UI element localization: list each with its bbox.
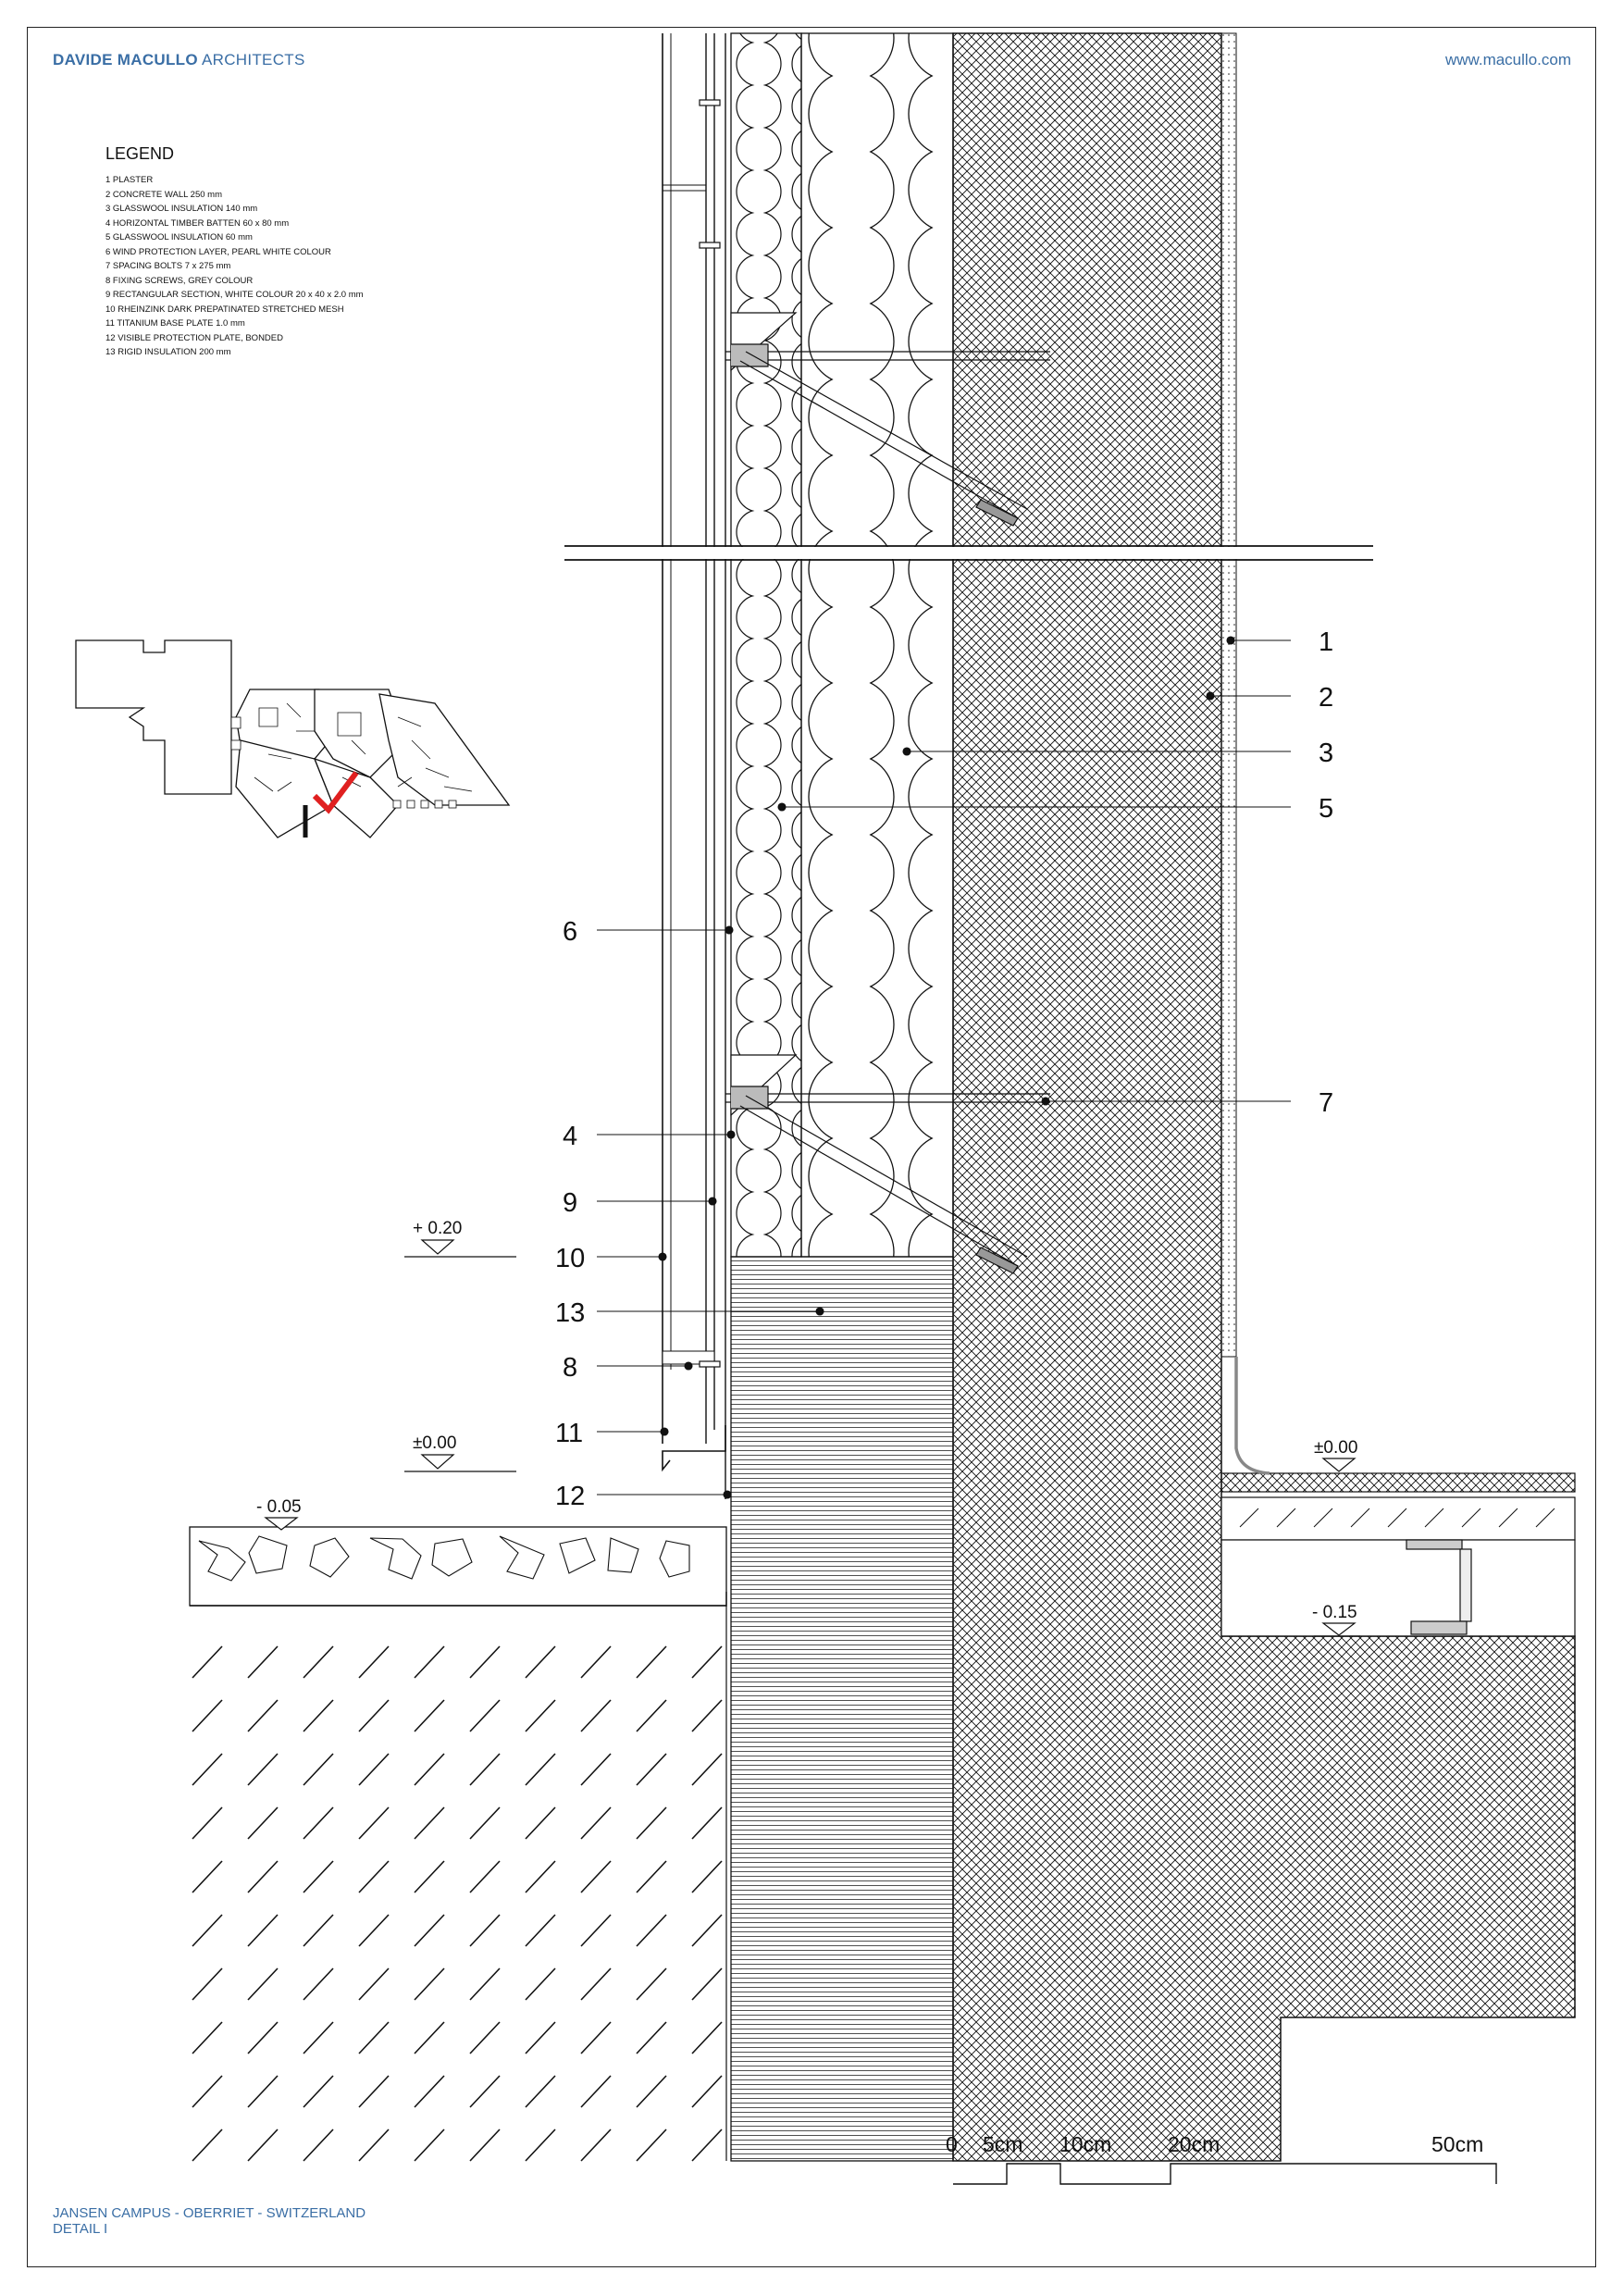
legend-item: 5 GLASSWOOL INSULATION 60 mm xyxy=(105,232,253,242)
plaster-layer xyxy=(1220,32,1237,1358)
scale-label-5: 5cm xyxy=(983,2132,1022,2156)
callout-leaders xyxy=(597,636,1291,1499)
detail-name: DETAIL I xyxy=(53,2221,108,2237)
soil xyxy=(190,1633,726,2166)
callout-5: 5 xyxy=(1319,794,1333,824)
legend-item: 11 TITANIUM BASE PLATE 1.0 mm xyxy=(105,318,245,329)
level-minus015: - 0.15 xyxy=(1312,1603,1357,1622)
level-minus005: - 0.05 xyxy=(256,1497,302,1517)
spacing-bolt-upper xyxy=(725,312,1050,527)
legend-title: LEGEND xyxy=(105,144,175,163)
level-marker-zero-right xyxy=(1321,1458,1357,1472)
callout-13: 13 xyxy=(555,1298,585,1328)
callout-11: 11 xyxy=(555,1419,583,1448)
glasswool-60 xyxy=(730,32,802,1258)
callout-4: 4 xyxy=(563,1122,577,1151)
callout-7: 7 xyxy=(1319,1088,1333,1118)
legend-item: 8 FIXING SCREWS, GREY COLOUR xyxy=(105,275,254,286)
legend-item: 4 HORIZONTAL TIMBER BATTEN 60 x 80 mm xyxy=(105,217,290,229)
callout-6: 6 xyxy=(563,917,577,947)
scale-bar xyxy=(953,2163,1497,2185)
legend-item: 13 RIGID INSULATION 200 mm xyxy=(105,347,231,357)
title-block: JANSEN CAMPUS - OBERRIET - SWITZERLAND D… xyxy=(53,2205,365,2237)
callout-3: 3 xyxy=(1319,738,1333,768)
level-marker-zero-left xyxy=(404,1454,516,1472)
legend-item: 2 CONCRETE WALL 250 mm xyxy=(105,189,222,200)
legend-item: 3 GLASSWOOL INSULATION 140 mm xyxy=(105,204,258,214)
scale-label-50: 50cm xyxy=(1431,2132,1483,2156)
skirting-profile xyxy=(1234,1357,1270,1475)
callout-10: 10 xyxy=(555,1244,585,1273)
sheet-border xyxy=(27,27,1596,2267)
level-marker-minus015 xyxy=(1314,1622,1360,1637)
callout-8: 8 xyxy=(563,1353,577,1383)
legend-item: 9 RECTANGULAR SECTION, WHITE COLOUR 20 x… xyxy=(105,290,364,300)
website-link[interactable]: www.macullo.com xyxy=(1444,51,1571,68)
scale-label-20: 20cm xyxy=(1168,2132,1220,2156)
callout-1: 1 xyxy=(1319,627,1333,657)
legend-item: 7 SPACING BOLTS 7 x 275 mm xyxy=(105,261,231,271)
legend-item: 1 PLASTER xyxy=(105,175,154,185)
key-plan xyxy=(75,639,511,838)
firm-name: DAVIDE MACULLO ARCHITECTS xyxy=(53,51,305,68)
scale-label-0: 0 xyxy=(946,2132,958,2156)
callout-12: 12 xyxy=(555,1482,585,1511)
level-marker-plus020 xyxy=(404,1239,516,1258)
legend-item: 6 WIND PROTECTION LAYER, PEARL WHITE COL… xyxy=(105,246,331,257)
legend-list: 1 PLASTER 2 CONCRETE WALL 250 mm 3 GLASS… xyxy=(105,173,364,360)
level-plus020: + 0.20 xyxy=(413,1219,462,1238)
rigid-insulation xyxy=(730,1256,954,2162)
concrete-wall xyxy=(952,32,1576,2162)
check-mark xyxy=(312,771,359,814)
glasswool-140 xyxy=(800,32,954,1258)
project-name: JANSEN CAMPUS - OBERRIET - SWITZERLAND xyxy=(53,2205,366,2221)
interior-floor xyxy=(1220,1472,1576,1637)
titanium-base-plate xyxy=(662,1425,726,1472)
level-zero-left: ±0.00 xyxy=(413,1433,456,1453)
fixing-screws xyxy=(699,99,721,1368)
level-zero-right: ±0.00 xyxy=(1314,1438,1357,1458)
spacing-bolt-lower xyxy=(725,1054,1050,1274)
gravel-layer xyxy=(189,1526,727,1607)
legend-item: 10 RHEINZINK DARK PREPATINATED STRETCHED… xyxy=(105,304,344,315)
callout-2: 2 xyxy=(1319,683,1333,713)
scale-label-10: 10cm xyxy=(1059,2132,1111,2156)
level-marker-minus005 xyxy=(264,1517,299,1531)
callout-9: 9 xyxy=(563,1188,577,1218)
legend-item: 12 VISIBLE PROTECTION PLATE, BONDED xyxy=(105,332,283,343)
